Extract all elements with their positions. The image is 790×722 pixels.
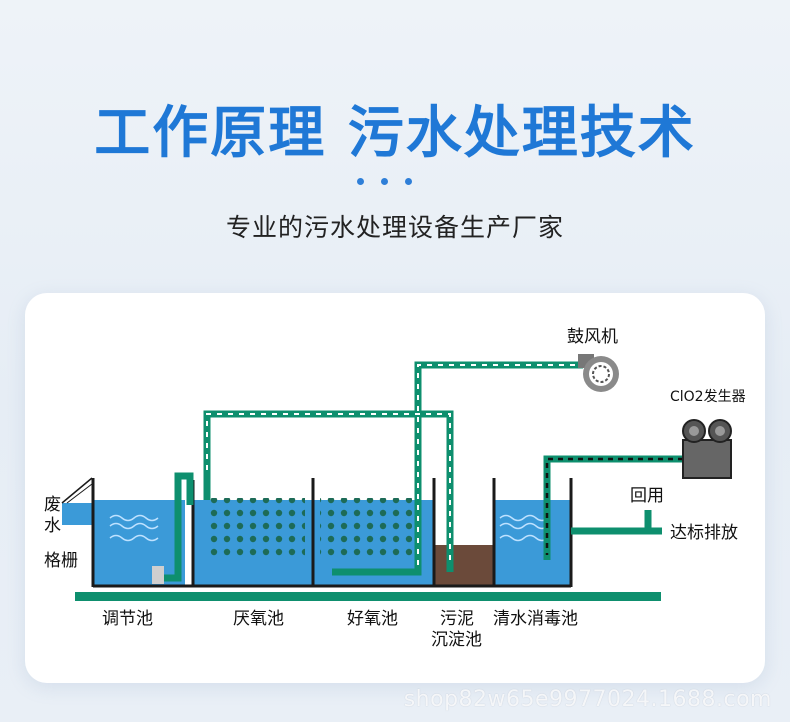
page-title: 工作原理 污水处理技术 [94, 101, 696, 166]
clo2-dosing-line [545, 457, 683, 555]
tank-label: 厌氧池 [233, 609, 284, 629]
blower-icon [578, 354, 619, 392]
ground-pipe [75, 592, 661, 601]
grille-line [66, 483, 93, 504]
inlet-label: 水 [44, 516, 61, 536]
watermark: shop82w65e9977024.1688.com [403, 687, 772, 712]
wave-symbols [109, 514, 549, 542]
tank-label: 沉淀池 [431, 630, 482, 650]
page-subtitle: 专业的污水处理设备生产厂家 [225, 213, 564, 242]
blower-label: 鼓风机 [567, 327, 618, 347]
grille-line [61, 477, 93, 504]
disinfection-tank-water [495, 500, 570, 585]
inlet-water [62, 503, 92, 525]
aerobic-bubbles [320, 498, 412, 560]
decorative-dots [357, 178, 433, 188]
tank-label: 好氧池 [347, 609, 398, 629]
inlet-label: 废 [44, 495, 61, 515]
anaerobic-bubbles [205, 498, 305, 560]
sludge-layer [435, 545, 493, 585]
equalization-tank-water [93, 500, 185, 585]
reuse-label: 回用 [630, 486, 664, 506]
flow-arrows [206, 364, 575, 565]
pump-icon [152, 566, 164, 584]
tank-label: 污泥 [440, 609, 474, 629]
clo2-label: ClO2发生器 [670, 389, 746, 405]
clo2-generator-icon [682, 419, 732, 479]
dot [357, 178, 364, 185]
grille-label: 格栅 [44, 551, 78, 571]
dot [381, 178, 388, 185]
diagram-card [25, 293, 765, 683]
discharge-label: 达标排放 [670, 523, 738, 543]
dot [405, 178, 412, 185]
tank-label: 调节池 [102, 609, 153, 629]
tank-label: 清水消毒池 [493, 609, 578, 629]
